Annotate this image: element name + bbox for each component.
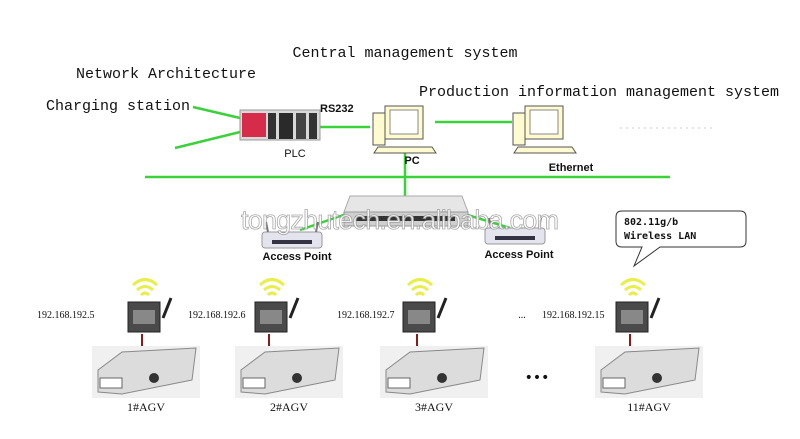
ip-address-label: 192.168.192.7 bbox=[337, 310, 395, 321]
agv-node: 192.168.192.15 11#AGV bbox=[542, 278, 703, 414]
central-management-label: Central management system bbox=[292, 45, 517, 62]
ip-address-label: 192.168.192.6 bbox=[188, 310, 246, 321]
wireless-router-icon bbox=[615, 297, 661, 333]
production-system-label: Production information management system bbox=[419, 84, 779, 101]
green-links bbox=[145, 105, 670, 232]
ip-address-label: 192.168.192.15 bbox=[542, 310, 605, 321]
access-point-right-icon bbox=[484, 217, 546, 245]
access-point-right-label: Access Point bbox=[484, 249, 553, 261]
agv-label: 2#AGV bbox=[270, 400, 308, 414]
plc-label: PLC bbox=[284, 148, 305, 160]
wireless-router-icon bbox=[127, 297, 173, 333]
agv-node: 192.168.192.5 1#AGV bbox=[37, 278, 200, 414]
agv-node: 192.168.192.7 3#AGV bbox=[337, 278, 488, 414]
wifi-signal-icon bbox=[131, 278, 159, 297]
agv-vehicle-image bbox=[595, 346, 703, 398]
ip-address-label: 192.168.192.5 bbox=[37, 310, 95, 321]
plc-device bbox=[239, 109, 321, 141]
wireless-lan-callout: 802.11g/b Wireless LAN bbox=[615, 210, 747, 268]
network-switch-icon bbox=[343, 195, 469, 227]
rs232-label: RS232 bbox=[320, 103, 354, 115]
pc-label: PC bbox=[404, 155, 419, 167]
charging-station-label: Charging station bbox=[46, 98, 190, 115]
wifi-signal-icon bbox=[406, 278, 434, 297]
agv-vehicle-image bbox=[235, 346, 343, 398]
agv-label: 3#AGV bbox=[415, 400, 453, 414]
watermark: tongzhutech.en.alibaba.com bbox=[241, 205, 559, 235]
wifi-signal-icon bbox=[258, 278, 286, 297]
network-architecture-title: Network Architecture bbox=[76, 66, 256, 83]
agv-node: 192.168.192.6 2#AGV bbox=[188, 278, 343, 414]
callout-line-2: Wireless LAN bbox=[624, 230, 696, 242]
callout-line-1: 802.11g/b bbox=[624, 217, 678, 228]
agv-ellipsis: ••• bbox=[525, 370, 550, 386]
wifi-signal-icon bbox=[619, 278, 647, 297]
pc-icon bbox=[372, 105, 437, 154]
agv-vehicle-image bbox=[380, 346, 488, 398]
access-point-left-label: Access Point bbox=[262, 251, 331, 263]
wireless-router-icon bbox=[402, 297, 448, 333]
agv-label: 11#AGV bbox=[627, 400, 671, 414]
access-point-left-icon bbox=[261, 221, 323, 249]
ethernet-label: Ethernet bbox=[549, 162, 594, 174]
wireless-router-icon bbox=[254, 297, 300, 333]
agv-label: 1#AGV bbox=[127, 400, 165, 414]
ip-ellipsis: ... bbox=[518, 310, 526, 321]
agv-vehicle-image bbox=[92, 346, 200, 398]
production-pc-icon bbox=[512, 105, 577, 154]
